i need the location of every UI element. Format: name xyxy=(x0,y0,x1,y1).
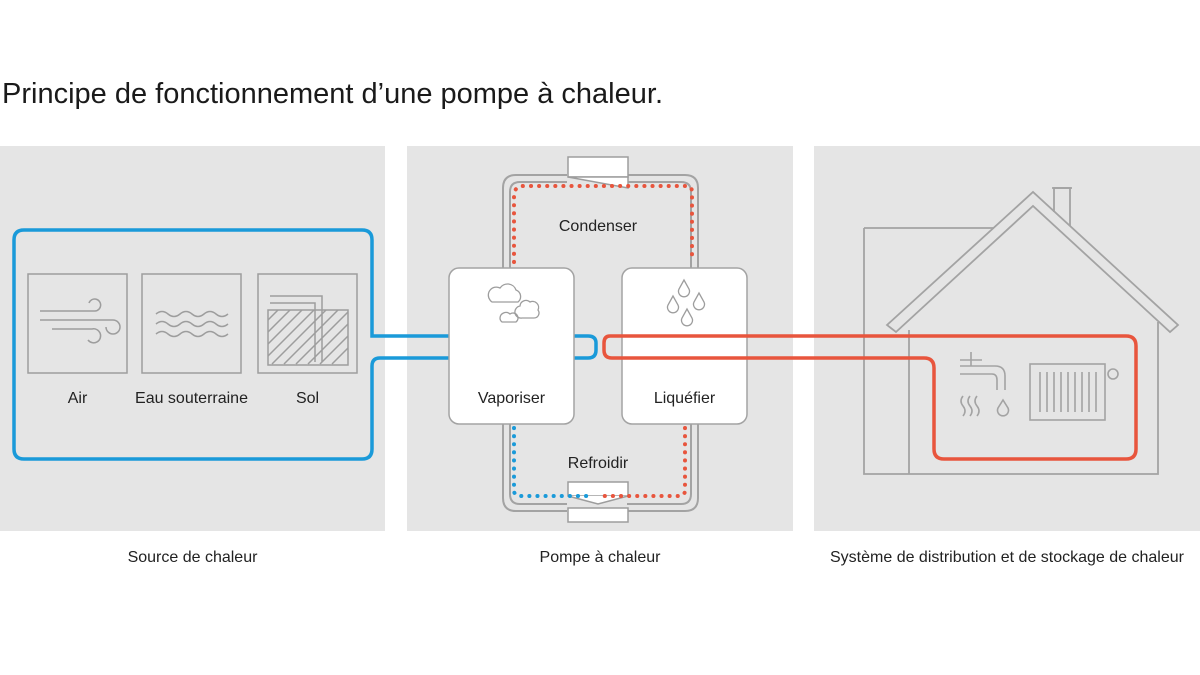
liquefier-box xyxy=(621,267,748,425)
cold-loop-pipe xyxy=(12,228,598,461)
hot-flow-dots xyxy=(512,184,694,498)
drops-icon xyxy=(666,278,706,327)
source-soil-label: Sol xyxy=(295,390,320,407)
stage-vaporiser-label: Vaporiser xyxy=(477,390,546,407)
circuit-outline xyxy=(502,174,699,512)
tap-icon xyxy=(960,352,1010,417)
cold-flow-dots xyxy=(512,426,594,498)
radiator-icon xyxy=(1029,363,1119,421)
page-title: Principe de fonctionnement d’une pompe à… xyxy=(2,78,663,110)
soil-icon xyxy=(257,273,358,374)
stage-liquefier-label: Liquéfier xyxy=(653,390,716,407)
expansion-valve xyxy=(567,481,629,523)
stage-refroidir-label: Refroidir xyxy=(567,455,629,472)
vaporiser-box xyxy=(448,267,575,425)
stage-condenser-label: Condenser xyxy=(558,218,638,235)
clouds-icon xyxy=(487,283,540,323)
water-waves-icon xyxy=(141,273,242,374)
source-groundwater-label: Eau souterraine xyxy=(135,390,248,407)
compressor-valve xyxy=(567,156,629,189)
source-air-label: Air xyxy=(67,390,88,407)
wind-icon xyxy=(27,273,128,374)
caption-heat-source: Source de chaleur xyxy=(127,549,258,566)
caption-heat-pump: Pompe à chaleur xyxy=(539,549,661,566)
hot-loop-pipe xyxy=(602,334,1138,461)
house-icon xyxy=(863,187,1180,475)
caption-distribution: Système de distribution et de stockage d… xyxy=(830,549,1184,566)
